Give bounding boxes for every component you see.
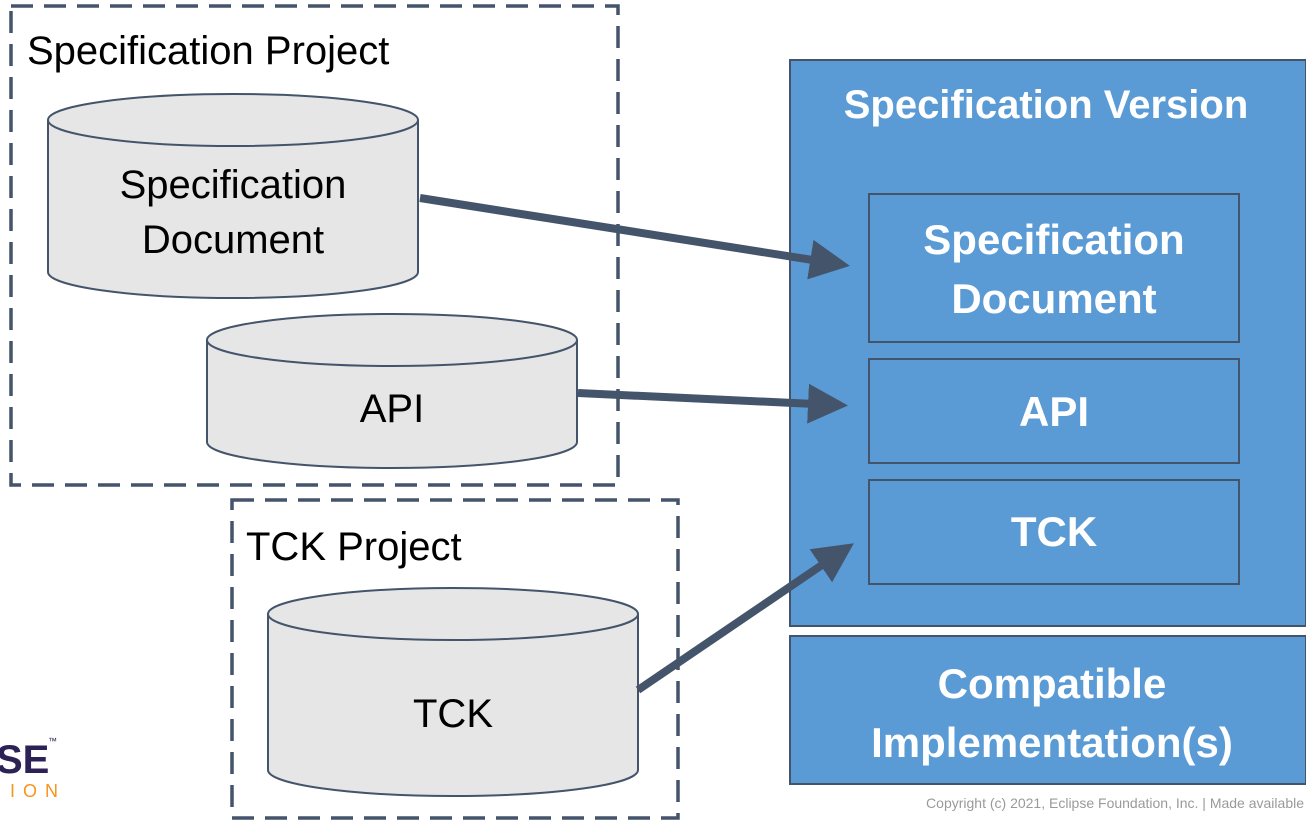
api-cylinder: API bbox=[206, 313, 578, 469]
tck-cylinder: TCK bbox=[267, 587, 639, 797]
arrow-tck-to-version bbox=[635, 543, 854, 694]
eclipse-logo: SE ™ ION bbox=[0, 736, 66, 801]
tck-cylinder-label: TCK bbox=[413, 692, 493, 736]
tck-box bbox=[868, 479, 1240, 585]
specification-project-title: Specification Project bbox=[27, 29, 389, 73]
compatible-implementations-box bbox=[789, 635, 1306, 785]
api-cylinder-label: API bbox=[360, 387, 424, 431]
specification-version-group: Specification Version Specification Docu… bbox=[789, 59, 1306, 627]
eclipse-logo-text: SE bbox=[0, 738, 49, 782]
compatible-implementations-label-line2: Implementation(s) bbox=[871, 719, 1233, 766]
specification-project-group: Specification Project Specification Docu… bbox=[9, 4, 620, 487]
specification-project-box bbox=[9, 4, 620, 487]
specification-version-title: Specification Version bbox=[844, 83, 1249, 127]
eclipse-logo-subtext: ION bbox=[10, 781, 66, 801]
spec-document-cylinder-label-line1: Specification bbox=[120, 163, 347, 207]
compatible-implementations-label-line1: Compatible bbox=[938, 660, 1167, 707]
copyright-footer: Copyright (c) 2021, Eclipse Foundation, … bbox=[926, 795, 1304, 811]
tck-box-label: TCK bbox=[1011, 508, 1097, 555]
spec-document-cylinder-label-line2: Document bbox=[142, 218, 324, 262]
tck-project-group: TCK Project TCK bbox=[230, 498, 680, 820]
api-box bbox=[868, 358, 1240, 464]
spec-document-box bbox=[868, 193, 1240, 343]
spec-document-cylinder: Specification Document bbox=[47, 93, 419, 299]
tck-project-title: TCK Project bbox=[246, 525, 462, 569]
eclipse-logo-trademark: ™ bbox=[48, 736, 57, 746]
api-box-label: API bbox=[1019, 388, 1089, 435]
arrow-api-to-version bbox=[577, 383, 848, 424]
spec-document-box-label-line1: Specification bbox=[923, 216, 1184, 263]
arrow-spec-document-to-version bbox=[419, 194, 850, 280]
spec-document-box-label-line2: Document bbox=[951, 275, 1156, 322]
compatible-implementations-group: Compatible Implementation(s) bbox=[789, 635, 1306, 785]
